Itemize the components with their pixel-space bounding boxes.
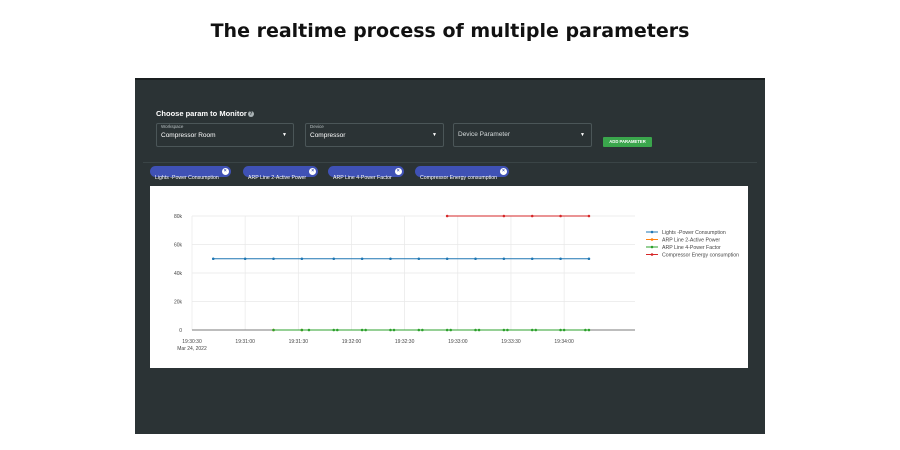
data-point xyxy=(449,328,453,332)
x-tick-label: 19:34:00 xyxy=(554,339,574,345)
workspace-select[interactable]: Workspace Compressor Room ▼ xyxy=(156,123,294,147)
x-tick-label: 19:33:30 xyxy=(501,339,521,345)
x-tick-label: 19:32:00 xyxy=(342,339,362,345)
close-circle-icon[interactable]: × xyxy=(499,168,507,175)
chip-label: Compressor Energy consumption xyxy=(420,175,497,181)
y-tick-label: 80k xyxy=(174,214,183,220)
x-tick-label: 19:30:30 xyxy=(182,339,202,345)
parameter-chip[interactable]: Lights -Power Consumption × xyxy=(150,166,231,181)
data-point xyxy=(530,328,534,332)
page-title: The realtime process of multiple paramet… xyxy=(210,20,690,42)
device-select[interactable]: Device Compressor ▼ xyxy=(305,123,444,147)
device-parameter-placeholder: Device Parameter xyxy=(458,131,511,138)
data-point xyxy=(211,257,215,261)
parameter-chip[interactable]: ARP Line 2-Active Power × xyxy=(243,166,319,181)
data-point xyxy=(474,328,477,332)
data-point xyxy=(474,257,477,261)
data-point xyxy=(534,328,538,332)
device-select-label: Device xyxy=(310,124,324,129)
data-point xyxy=(272,257,275,261)
data-point xyxy=(445,214,449,218)
data-point xyxy=(559,328,562,332)
legend-marker xyxy=(650,253,654,256)
divider xyxy=(143,162,757,163)
data-point xyxy=(530,257,534,261)
workspace-select-value: Compressor Room xyxy=(161,132,216,139)
data-point xyxy=(389,257,392,261)
device-parameter-select[interactable]: Device Parameter ▼ xyxy=(453,123,592,147)
parameter-chip[interactable]: Compressor Energy consumption × xyxy=(415,166,509,181)
chevron-down-icon: ▼ xyxy=(282,132,287,138)
legend-entry: ARP Line 2-Active Power xyxy=(662,237,720,243)
legend-marker xyxy=(650,238,654,241)
data-point xyxy=(307,328,311,332)
data-point xyxy=(332,328,336,332)
data-point xyxy=(272,328,275,332)
y-tick-label: 60k xyxy=(174,242,183,248)
close-circle-icon[interactable]: × xyxy=(221,168,229,175)
chip-label: Lights -Power Consumption xyxy=(155,175,219,181)
legend-marker xyxy=(650,245,654,249)
add-parameter-button[interactable]: ADD PARAMETER xyxy=(603,137,652,147)
panel-heading: Choose param to Monitor? xyxy=(156,109,254,118)
y-tick-label: 40k xyxy=(174,271,183,277)
legend-entry: Lights -Power Consumption xyxy=(662,230,726,236)
data-point xyxy=(477,328,481,332)
data-point xyxy=(421,328,424,332)
data-point xyxy=(502,214,506,218)
chevron-down-icon: ▼ xyxy=(432,132,437,138)
data-point xyxy=(364,328,367,332)
data-point xyxy=(502,257,506,261)
data-point xyxy=(392,328,396,332)
y-tick-label: 0 xyxy=(179,328,182,334)
data-point xyxy=(584,328,587,332)
data-point xyxy=(243,257,247,261)
data-point xyxy=(445,257,449,261)
data-point xyxy=(300,257,304,261)
panel-heading-text: Choose param to Monitor xyxy=(156,109,247,118)
x-tick-label: 19:31:00 xyxy=(235,339,255,345)
data-point xyxy=(562,328,566,332)
legend-marker xyxy=(650,230,654,234)
workspace-select-label: Workspace xyxy=(161,124,184,129)
x-tick-label: 19:31:30 xyxy=(289,339,309,345)
data-point xyxy=(417,328,421,332)
help-icon[interactable]: ? xyxy=(247,111,254,117)
data-point xyxy=(360,328,364,332)
data-point xyxy=(530,214,534,218)
y-tick-label: 20k xyxy=(174,299,183,305)
data-point xyxy=(336,328,339,332)
data-point xyxy=(417,257,421,261)
data-point xyxy=(445,328,449,332)
monitor-panel: Choose param to Monitor? Workspace Compr… xyxy=(135,78,765,434)
close-circle-icon[interactable]: × xyxy=(394,168,402,175)
chevron-down-icon: ▼ xyxy=(580,132,585,138)
data-point xyxy=(587,214,591,218)
x-tick-label: 19:32:30 xyxy=(395,339,415,345)
legend-entry: Compressor Energy consumption xyxy=(662,252,739,258)
chip-label: ARP Line 2-Active Power xyxy=(248,175,307,181)
data-point xyxy=(587,257,591,261)
device-select-value: Compressor xyxy=(310,132,346,139)
data-point xyxy=(506,328,509,332)
data-point xyxy=(300,328,304,332)
data-point xyxy=(332,257,336,261)
data-point xyxy=(587,328,591,332)
parameter-chip[interactable]: ARP Line 4-Power Factor × xyxy=(328,166,404,181)
data-point xyxy=(502,328,506,332)
x-tick-sublabel: Mar 24, 2022 xyxy=(177,346,207,352)
data-point xyxy=(360,257,364,261)
data-point xyxy=(559,214,562,218)
legend-entry: ARP Line 4-Power Factor xyxy=(662,245,721,251)
chip-label: ARP Line 4-Power Factor xyxy=(333,175,392,181)
x-tick-label: 19:33:00 xyxy=(448,339,468,345)
data-point xyxy=(559,257,562,261)
data-point xyxy=(389,328,392,332)
close-circle-icon[interactable]: × xyxy=(309,168,317,175)
